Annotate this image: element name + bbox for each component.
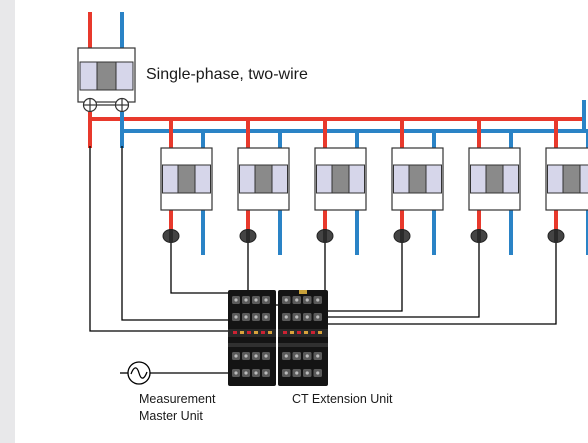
branch-circuits: [160, 117, 588, 325]
unit-terminal-screw: [264, 354, 268, 358]
ct-signal-wire: [170, 243, 232, 294]
measurement-master-unit: [228, 290, 276, 386]
master-unit-label: Measurement: [139, 392, 216, 406]
unit-terminal-screw: [316, 371, 320, 375]
branch-breaker: [468, 147, 521, 211]
ct-sensor-gap: [554, 230, 558, 242]
ct-sensor-gap: [246, 230, 250, 242]
unit-terminal-screw: [254, 298, 258, 302]
unit-terminal-screw: [234, 354, 238, 358]
branch-breaker-switch: [331, 164, 350, 194]
diagram-title: Single-phase, two-wire: [146, 66, 308, 83]
unit-terminal-screw: [234, 371, 238, 375]
unit-terminal-screw: [264, 298, 268, 302]
unit-terminal-screw: [295, 315, 299, 319]
ct-sensor-gap: [400, 230, 404, 242]
unit-terminal-screw: [264, 371, 268, 375]
voltage-input-wire: [121, 146, 232, 321]
ct-signal-wire: [322, 243, 557, 325]
unit-indicator-led: [297, 331, 301, 334]
branch-breaker-switch: [177, 164, 196, 194]
ct-sensor-icon: [239, 229, 257, 243]
unit-terminal-screw: [244, 298, 248, 302]
unit-terminal-screw: [316, 298, 320, 302]
unit-terminal-screw: [254, 315, 258, 319]
unit-indicator-led: [261, 331, 265, 334]
branch-breaker: [391, 147, 444, 211]
unit-terminal-screw: [305, 354, 309, 358]
branch-breaker: [314, 147, 367, 211]
unit-terminal-screw: [305, 315, 309, 319]
ct-sensor-gap: [169, 230, 173, 242]
ct-sensor-gap: [477, 230, 481, 242]
ct-sensor-icon: [547, 229, 565, 243]
branch-breaker: [237, 147, 290, 211]
branch-breaker-switch: [408, 164, 427, 194]
ct-extension-unit: [278, 290, 328, 386]
sine-wave-source-icon: [127, 361, 151, 385]
unit-terminal-screw: [244, 371, 248, 375]
branch-breaker-switch: [254, 164, 273, 194]
unit-terminal-screw: [295, 371, 299, 375]
branch-breaker: [545, 147, 588, 211]
ct-sensor-icon: [470, 229, 488, 243]
ct-sensor-icon: [316, 229, 334, 243]
terminal-icon: [82, 97, 98, 113]
unit-indicator-led: [290, 331, 294, 334]
branch-breaker-switch: [485, 164, 504, 194]
voltage-input-wire: [89, 146, 232, 332]
unit-terminal-screw: [316, 315, 320, 319]
unit-terminal-screw: [244, 354, 248, 358]
terminal-icon: [114, 97, 130, 113]
unit-indicator-led: [318, 331, 322, 334]
unit-indicator-led: [247, 331, 251, 334]
extension-unit-label: CT Extension Unit: [292, 392, 393, 406]
unit-terminal-screw: [284, 354, 288, 358]
ct-sensor-icon: [162, 229, 180, 243]
unit-terminal-screw: [234, 315, 238, 319]
unit-indicator-led: [268, 331, 272, 334]
unit-indicator-led: [304, 331, 308, 334]
unit-terminal-screw: [244, 315, 248, 319]
unit-indicator-led: [233, 331, 237, 334]
branch-breaker: [160, 147, 213, 211]
unit-indicator-led: [240, 331, 244, 334]
unit-terminal-screw: [254, 371, 258, 375]
unit-terminal-screw: [295, 354, 299, 358]
unit-terminal-screw: [305, 371, 309, 375]
branch-breaker-switch: [562, 164, 581, 194]
unit-terminal-screw: [284, 298, 288, 302]
unit-terminal-screw: [264, 315, 268, 319]
unit-indicator-led: [283, 331, 287, 334]
unit-terminal-screw: [316, 354, 320, 358]
unit-terminal-screw: [284, 371, 288, 375]
main-breaker: [77, 47, 136, 103]
unit-terminal-screw: [295, 298, 299, 302]
unit-indicator-led: [311, 331, 315, 334]
unit-terminal-screw: [234, 298, 238, 302]
unit-indicator-led: [254, 331, 258, 334]
unit-terminal-screw: [254, 354, 258, 358]
ct-signal-wire: [304, 243, 480, 318]
ct-sensor-icon: [393, 229, 411, 243]
ct-sensor-gap: [323, 230, 327, 242]
master-unit-label: Master Unit: [139, 409, 203, 423]
unit-terminal-screw: [305, 298, 309, 302]
unit-terminal-screw: [284, 315, 288, 319]
